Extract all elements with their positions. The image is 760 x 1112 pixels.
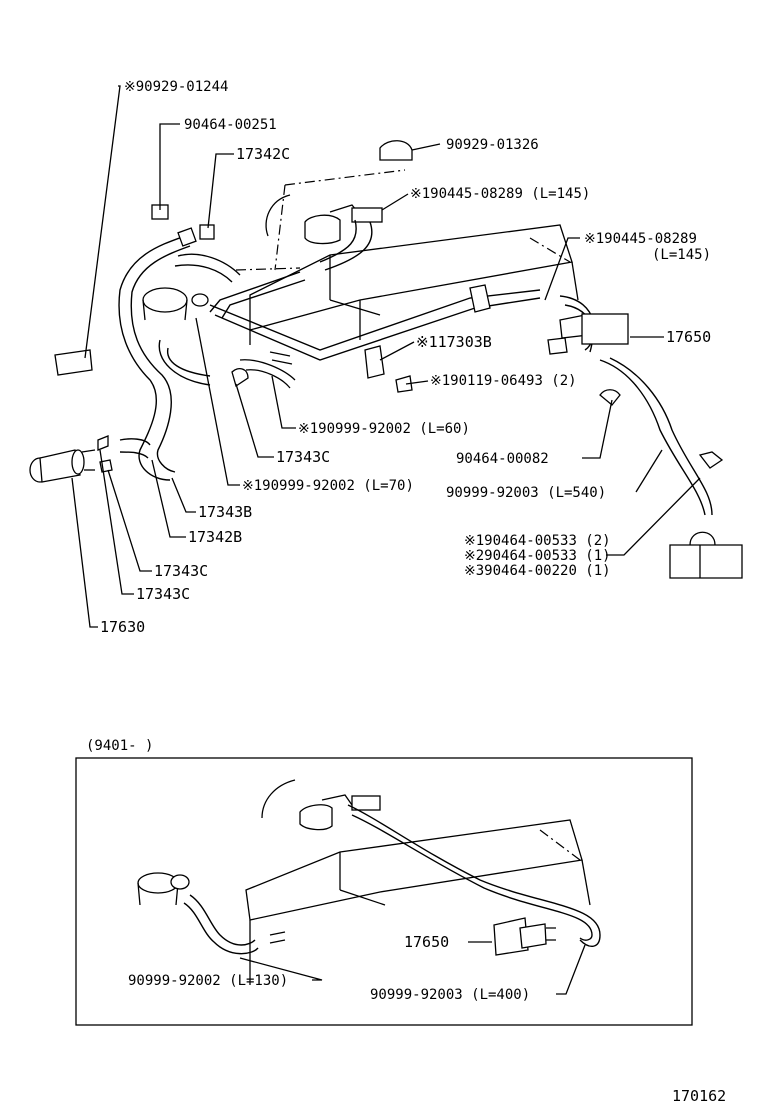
label-17343c-b: 17343C xyxy=(154,562,208,580)
canister-small xyxy=(669,531,743,579)
label-190999-92002-60: ※190999-92002 (L=60) xyxy=(298,421,470,437)
fittings xyxy=(54,140,724,469)
bowl xyxy=(142,287,209,321)
inset-canister xyxy=(245,819,591,985)
throttle-body xyxy=(265,194,383,245)
inset-frame xyxy=(75,757,693,1026)
ref-line-3 xyxy=(529,237,571,263)
top-labels: ※90929-01244 90464-00251 17342C 90929-01… xyxy=(100,79,711,636)
label-90929-01326: 90929-01326 xyxy=(446,137,539,153)
inset-title: (9401- ) xyxy=(86,738,153,754)
label-17650-top: 17650 xyxy=(666,328,711,346)
inset-bowl xyxy=(137,872,190,906)
leader-lines xyxy=(71,85,701,628)
left-hoses xyxy=(118,235,241,481)
inset-hoses xyxy=(183,804,601,955)
main-hoses xyxy=(209,219,713,516)
label-17342b: 17342B xyxy=(188,528,242,546)
label-290464-00533: ※290464-00533 (1) xyxy=(464,548,611,564)
ref-line-4 xyxy=(235,267,301,271)
inset-label-90999-92003-400: 90999-92003 (L=400) xyxy=(370,987,530,1003)
inset-panel: (9401- ) xyxy=(75,738,693,1026)
canister-box xyxy=(249,224,579,345)
inset-leader-400 xyxy=(556,944,586,995)
ref-line-1 xyxy=(284,169,406,186)
label-190464-00533: ※190464-00533 (2) xyxy=(464,533,611,549)
label-17342c: 17342C xyxy=(236,145,290,163)
label-117303b: ※117303B xyxy=(416,333,492,351)
top-assembly-drawing xyxy=(29,140,743,579)
label-390464-00220: ※390464-00220 (1) xyxy=(464,563,611,579)
vsv-17630 xyxy=(29,449,96,483)
label-17630: 17630 xyxy=(100,618,145,636)
label-90929-01244: ※90929-01244 xyxy=(124,79,228,95)
label-17343c-a: 17343C xyxy=(276,448,330,466)
label-190999-92002-70: ※190999-92002 (L=70) xyxy=(242,478,414,494)
label-190445-08289-b1: ※190445-08289 xyxy=(584,231,697,247)
label-90464-00251: 90464-00251 xyxy=(184,117,277,133)
label-17343c-c: 17343C xyxy=(136,585,190,603)
diagram-id: 170162 xyxy=(672,1087,726,1105)
inset-label-17650: 17650 xyxy=(404,933,449,951)
inset-throttle xyxy=(261,779,381,831)
label-190119-06493: ※190119-06493 (2) xyxy=(430,373,577,389)
label-190445-08289-a: ※190445-08289 (L=145) xyxy=(410,186,590,202)
label-190445-08289-b2: (L=145) xyxy=(652,247,711,263)
inset-vsv-17650 xyxy=(269,917,556,956)
label-17343b: 17343B xyxy=(198,503,252,521)
label-90464-00082: 90464-00082 xyxy=(456,451,549,467)
label-90999-92003-540: 90999-92003 (L=540) xyxy=(446,485,606,501)
inset-label-90999-92002-130: 90999-92002 (L=130) xyxy=(128,973,288,989)
clips xyxy=(97,351,296,473)
inset-leader-130 xyxy=(239,957,323,981)
ref-line-2 xyxy=(274,184,286,271)
